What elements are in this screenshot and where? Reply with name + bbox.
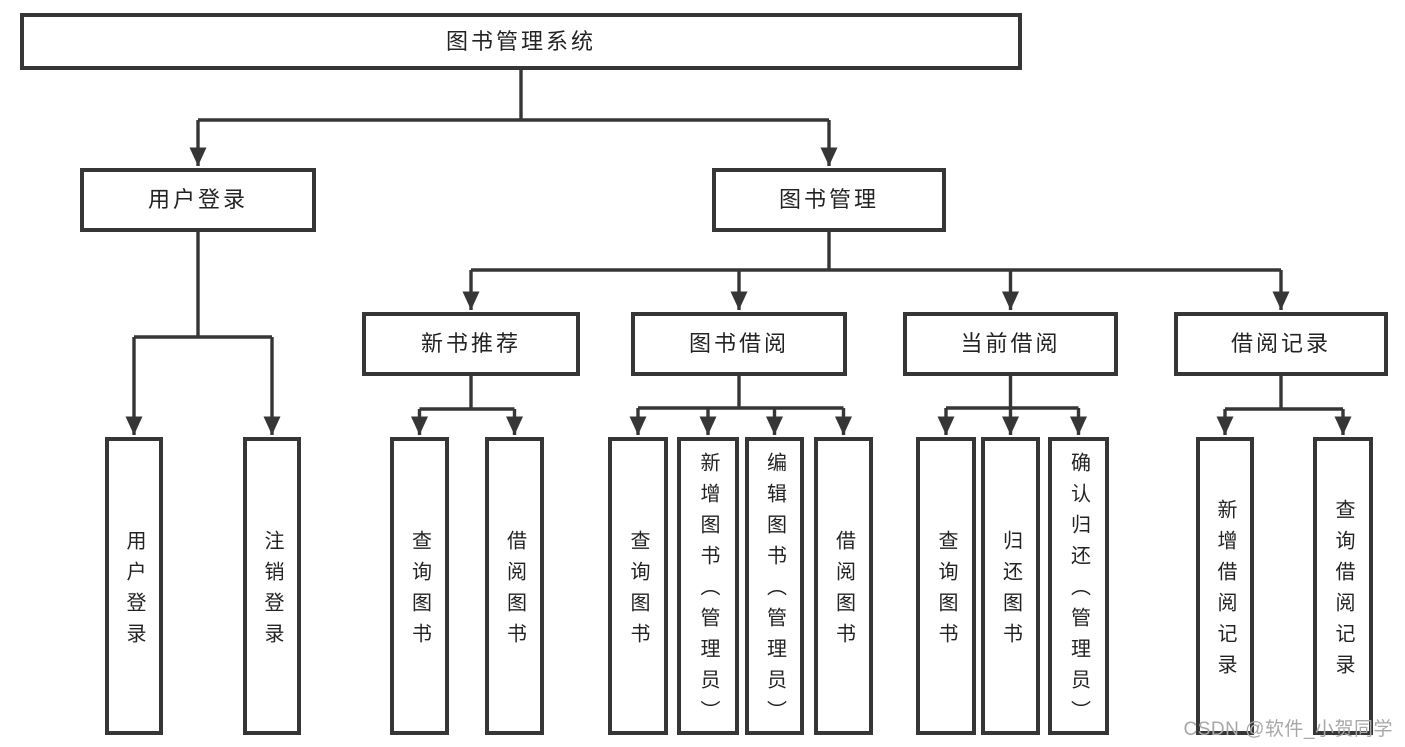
leaf-return-books-label: 归还图书: [999, 529, 1022, 654]
csdn-watermark: CSDN @软件_小贺同学: [1183, 719, 1393, 740]
leaf-query-books-recommend: 查询图书: [390, 437, 449, 735]
leaf-query-books-borrowing-label: 查询图书: [627, 529, 649, 654]
connector-new-book-trunk: [419, 376, 515, 411]
leaf-borrow-books-recommend: 借阅图书: [485, 437, 544, 735]
leaf-add-books-admin: 新增图书（管理员）: [677, 437, 739, 735]
node-book-borrowing: 图书借阅: [631, 312, 847, 376]
node-user-login-label: 用户登录: [147, 187, 248, 212]
leaf-logout-label: 注销登录: [261, 529, 283, 654]
node-user-login: 用户登录: [80, 168, 316, 232]
leaf-add-borrow-record: 新增借阅记录: [1196, 437, 1254, 735]
node-borrowing-records: 借阅记录: [1174, 312, 1388, 376]
node-new-book-recommend: 新书推荐: [362, 312, 580, 376]
leaf-query-borrow-record: 查询借阅记录: [1313, 437, 1373, 735]
node-book-management: 图书管理: [712, 168, 946, 232]
leaf-query-books-borrowing: 查询图书: [608, 437, 668, 735]
leaf-edit-books-admin: 编辑图书（管理员）: [745, 437, 804, 735]
leaf-borrow-books-borrowing-label: 借阅图书: [832, 529, 855, 654]
node-new-book-recommend-label: 新书推荐: [420, 331, 521, 356]
leaf-add-books-admin-label: 新增图书（管理员）: [697, 452, 719, 731]
connector-borrowing-records-trunk: [1225, 376, 1343, 411]
leaf-confirm-return-admin: 确认归还（管理员）: [1048, 437, 1109, 735]
node-root: 图书管理系统: [20, 13, 1022, 70]
node-current-borrowing: 当前借阅: [903, 312, 1118, 376]
leaf-user-login-label: 用户登录: [123, 529, 145, 654]
node-current-borrowing-label: 当前借阅: [960, 331, 1061, 356]
leaf-add-borrow-record-label: 新增借阅记录: [1214, 498, 1236, 685]
leaf-query-books-current: 查询图书: [916, 437, 976, 735]
leaf-confirm-return-admin-label: 确认归还（管理员）: [1067, 452, 1090, 731]
connector-user-login-trunk: [134, 232, 272, 339]
node-book-borrowing-label: 图书借阅: [688, 331, 789, 356]
leaf-edit-books-admin-label: 编辑图书（管理员）: [763, 452, 786, 731]
connector-book-borrowing-trunk: [638, 376, 844, 410]
connector-book-management-trunk: [471, 232, 1281, 272]
node-borrowing-records-label: 借阅记录: [1230, 331, 1331, 356]
leaf-borrow-books-borrowing: 借阅图书: [814, 437, 873, 735]
node-book-management-label: 图书管理: [778, 187, 879, 212]
leaf-user-login: 用户登录: [105, 437, 163, 735]
leaf-logout: 注销登录: [243, 437, 301, 735]
leaf-query-books-current-label: 查询图书: [935, 529, 957, 654]
leaf-return-books: 归还图书: [981, 437, 1040, 735]
leaf-query-borrow-record-label: 查询借阅记录: [1332, 498, 1354, 685]
connector-root-trunk: [198, 67, 829, 122]
node-root-label: 图书管理系统: [445, 28, 596, 54]
connector-current-borrowing-trunk: [946, 376, 1079, 410]
leaf-borrow-books-recommend-label: 借阅图书: [503, 529, 526, 654]
leaf-query-books-recommend-label: 查询图书: [408, 529, 431, 654]
